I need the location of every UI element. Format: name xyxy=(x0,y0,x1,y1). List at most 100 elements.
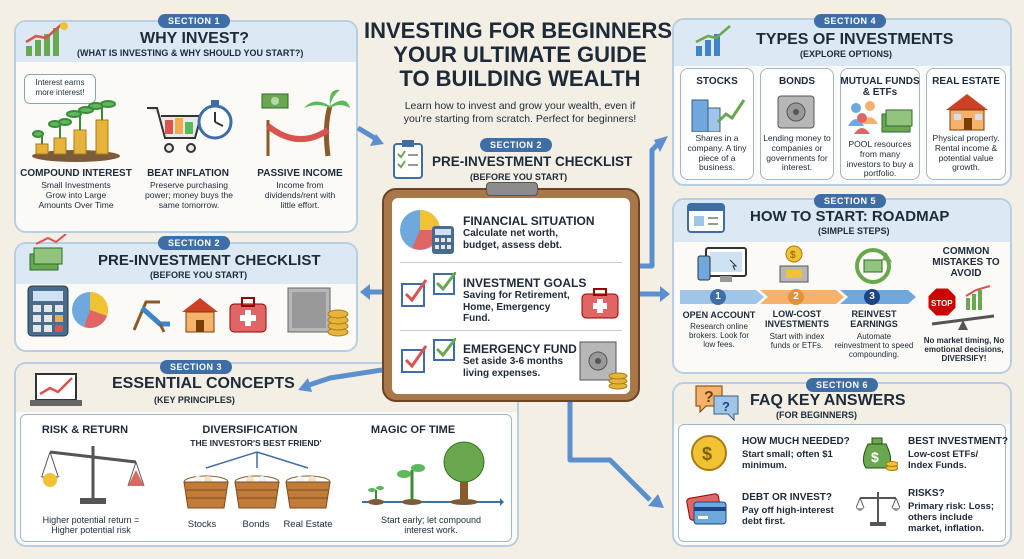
goals-checkbox-icon xyxy=(400,271,458,317)
section-2-center-subtitle: (BEFORE YOU START) xyxy=(470,172,568,182)
section-4-title: TYPES OF INVESTMENTS xyxy=(756,31,954,48)
dollar-coin-icon: $ xyxy=(690,434,728,477)
stocks-text: Shares in a company. A tiny piece of a b… xyxy=(687,133,747,173)
real-estate-text: Physical property. Rental income & poten… xyxy=(932,133,1000,173)
basket-label-real-estate: Real Estate xyxy=(283,519,333,530)
financial-situation-text: Calculate net worth, budget, assess debt… xyxy=(463,228,562,251)
bubble-text: Interest earns more interest! xyxy=(35,78,85,97)
diversification-title: DIVERSIFICATION xyxy=(202,424,298,436)
stop-sign-text: STOP xyxy=(931,299,953,308)
risk-return-title: RISK & RETURN xyxy=(41,424,129,436)
faq-4-answer: Primary risk: Loss; others include marke… xyxy=(908,501,995,534)
beat-inflation-text: Preserve purchasing power; money buys th… xyxy=(145,180,233,210)
passive-income-title: PASSIVE INCOME xyxy=(257,168,343,179)
computer-icon xyxy=(696,246,750,291)
faq-4-question: RISKS? xyxy=(908,488,945,499)
coin-box-icon: $ xyxy=(774,244,816,291)
beach-chair-house-icon xyxy=(130,294,270,339)
basket-label-bonds: Bonds xyxy=(242,519,270,530)
scale-icon xyxy=(38,440,148,513)
section-2-center-title: PRE-INVESTMENT CHECKLIST xyxy=(432,154,633,169)
credit-cards-icon xyxy=(686,490,730,535)
calculator-pie-icon xyxy=(24,282,114,345)
passive-income-text: Income from dividends/rent with little e… xyxy=(264,180,336,210)
risk-return-text: Higher potential return = Higher potenti… xyxy=(42,515,140,536)
svg-text:?: ? xyxy=(722,399,730,414)
faq-2-answer: Low-cost ETFs/ Index Funds. xyxy=(908,449,979,471)
money-chart-icon xyxy=(26,233,70,279)
magic-of-time-text: Start early; let compound interest work. xyxy=(380,515,482,536)
section-3-title: ESSENTIAL CONCEPTS xyxy=(112,375,295,392)
step-1-number: 1 xyxy=(715,291,721,302)
main-subtitle-2: you're starting from scratch. Perfect fo… xyxy=(403,113,637,125)
safe-coins-icon xyxy=(284,282,350,345)
house-icon xyxy=(942,92,992,137)
section-6-title: FAQ KEY ANSWERS xyxy=(750,392,906,409)
step-2-number: 2 xyxy=(793,291,799,302)
mistakes-title: COMMON MISTAKES TO AVOID xyxy=(932,246,1000,279)
section-1-badge: SECTION 1 xyxy=(158,14,231,28)
section-2-left-subtitle: (BEFORE YOU START) xyxy=(150,270,248,280)
vault-icon xyxy=(776,92,818,137)
section-4-subtitle: (EXPLORE OPTIONS) xyxy=(800,49,893,59)
section-5-title: HOW TO START: ROADMAP xyxy=(750,208,950,225)
chart-up-icon xyxy=(24,22,68,63)
section-1-subtitle: (WHAT IS INVESTING & WHY SHOULD YOU STAR… xyxy=(77,48,304,58)
stop-seesaw-icon: STOP xyxy=(927,284,998,335)
cart-clock-icon xyxy=(143,98,233,163)
faq-1-question: HOW MUCH NEEDED? xyxy=(742,436,850,447)
step-3-circle: 3 xyxy=(864,289,880,305)
step-2-title: LOW-COST INVESTMENTS xyxy=(764,309,829,329)
faq-2-question: BEST INVESTMENT? xyxy=(908,436,1009,447)
question-chat-icon: ?? xyxy=(692,382,740,427)
baskets-icon xyxy=(178,448,336,519)
clipboard-clip xyxy=(486,182,538,196)
clipboard-icon xyxy=(392,140,426,185)
growth-tree-icon xyxy=(360,440,504,517)
svg-text:$: $ xyxy=(790,250,796,261)
people-money-icon xyxy=(846,100,914,141)
section-5-badge: SECTION 5 xyxy=(814,194,887,208)
speech-bubble: Interest earns more interest! xyxy=(24,74,96,104)
main-title-line-2: YOUR ULTIMATE GUIDE xyxy=(393,42,647,67)
section-2-left-badge: SECTION 2 xyxy=(158,236,231,250)
bonds-title: BONDS xyxy=(778,76,816,87)
section-3-badge: SECTION 3 xyxy=(160,360,233,374)
step-1-title: OPEN ACCOUNT xyxy=(682,310,756,320)
compound-interest-title: COMPOUND INTEREST xyxy=(20,168,132,179)
beat-inflation-title: BEAT INFLATION xyxy=(147,168,229,179)
step-1-text: Research online brokers. Look for low fe… xyxy=(688,322,750,350)
laptop-chart-icon xyxy=(30,370,84,415)
arrow-s1-to-center xyxy=(356,125,380,143)
section-1-title: WHY INVEST? xyxy=(140,30,250,47)
bonds-text: Lending money to companies or government… xyxy=(763,133,831,173)
step-1-circle: 1 xyxy=(710,289,726,305)
diversification-sub: THE INVESTOR'S BEST FRIEND' xyxy=(190,438,322,448)
money-bag-icon: $ xyxy=(858,430,899,477)
step-3-number: 3 xyxy=(869,291,875,302)
svg-text:?: ? xyxy=(704,389,714,406)
section-2-left-title: PRE-INVESTMENT CHECKLIST xyxy=(98,252,321,269)
arrow-center-to-s4 xyxy=(640,140,662,269)
pie-calculator-icon xyxy=(398,206,458,261)
arrow-center-to-s6 xyxy=(567,402,652,502)
emergency-fund-title: EMERGENCY FUND xyxy=(463,342,577,356)
compound-interest-text: Small Investments Grow into Large Amount… xyxy=(38,180,114,210)
emergency-fund-text: Set aside 3-6 months living expenses. xyxy=(463,356,564,379)
main-title-line-3: TO BUILDING WEALTH xyxy=(399,66,641,91)
svg-text:$: $ xyxy=(702,444,712,464)
investment-goals-text: Saving for Retirement, Home, Emergency F… xyxy=(463,290,570,324)
browser-window-icon xyxy=(686,202,726,239)
growth-chart-icon xyxy=(694,24,734,63)
section-3-subtitle: (KEY PRINCIPLES) xyxy=(154,395,235,405)
step-3-text: Automate reinvestment to speed compoundi… xyxy=(834,332,914,360)
step-2-circle: 2 xyxy=(788,289,804,305)
section-6-subtitle: (FOR BEGINNERS) xyxy=(776,410,857,420)
faq-3-question: DEBT OR INVEST? xyxy=(742,492,833,503)
magic-of-time-title: MAGIC OF TIME xyxy=(370,424,456,436)
plant-coins-icon xyxy=(30,100,122,167)
svg-text:$: $ xyxy=(871,449,879,465)
real-estate-title: REAL ESTATE xyxy=(932,76,1000,87)
balance-scale-icon xyxy=(855,488,901,533)
section-6-badge: SECTION 6 xyxy=(806,378,879,392)
